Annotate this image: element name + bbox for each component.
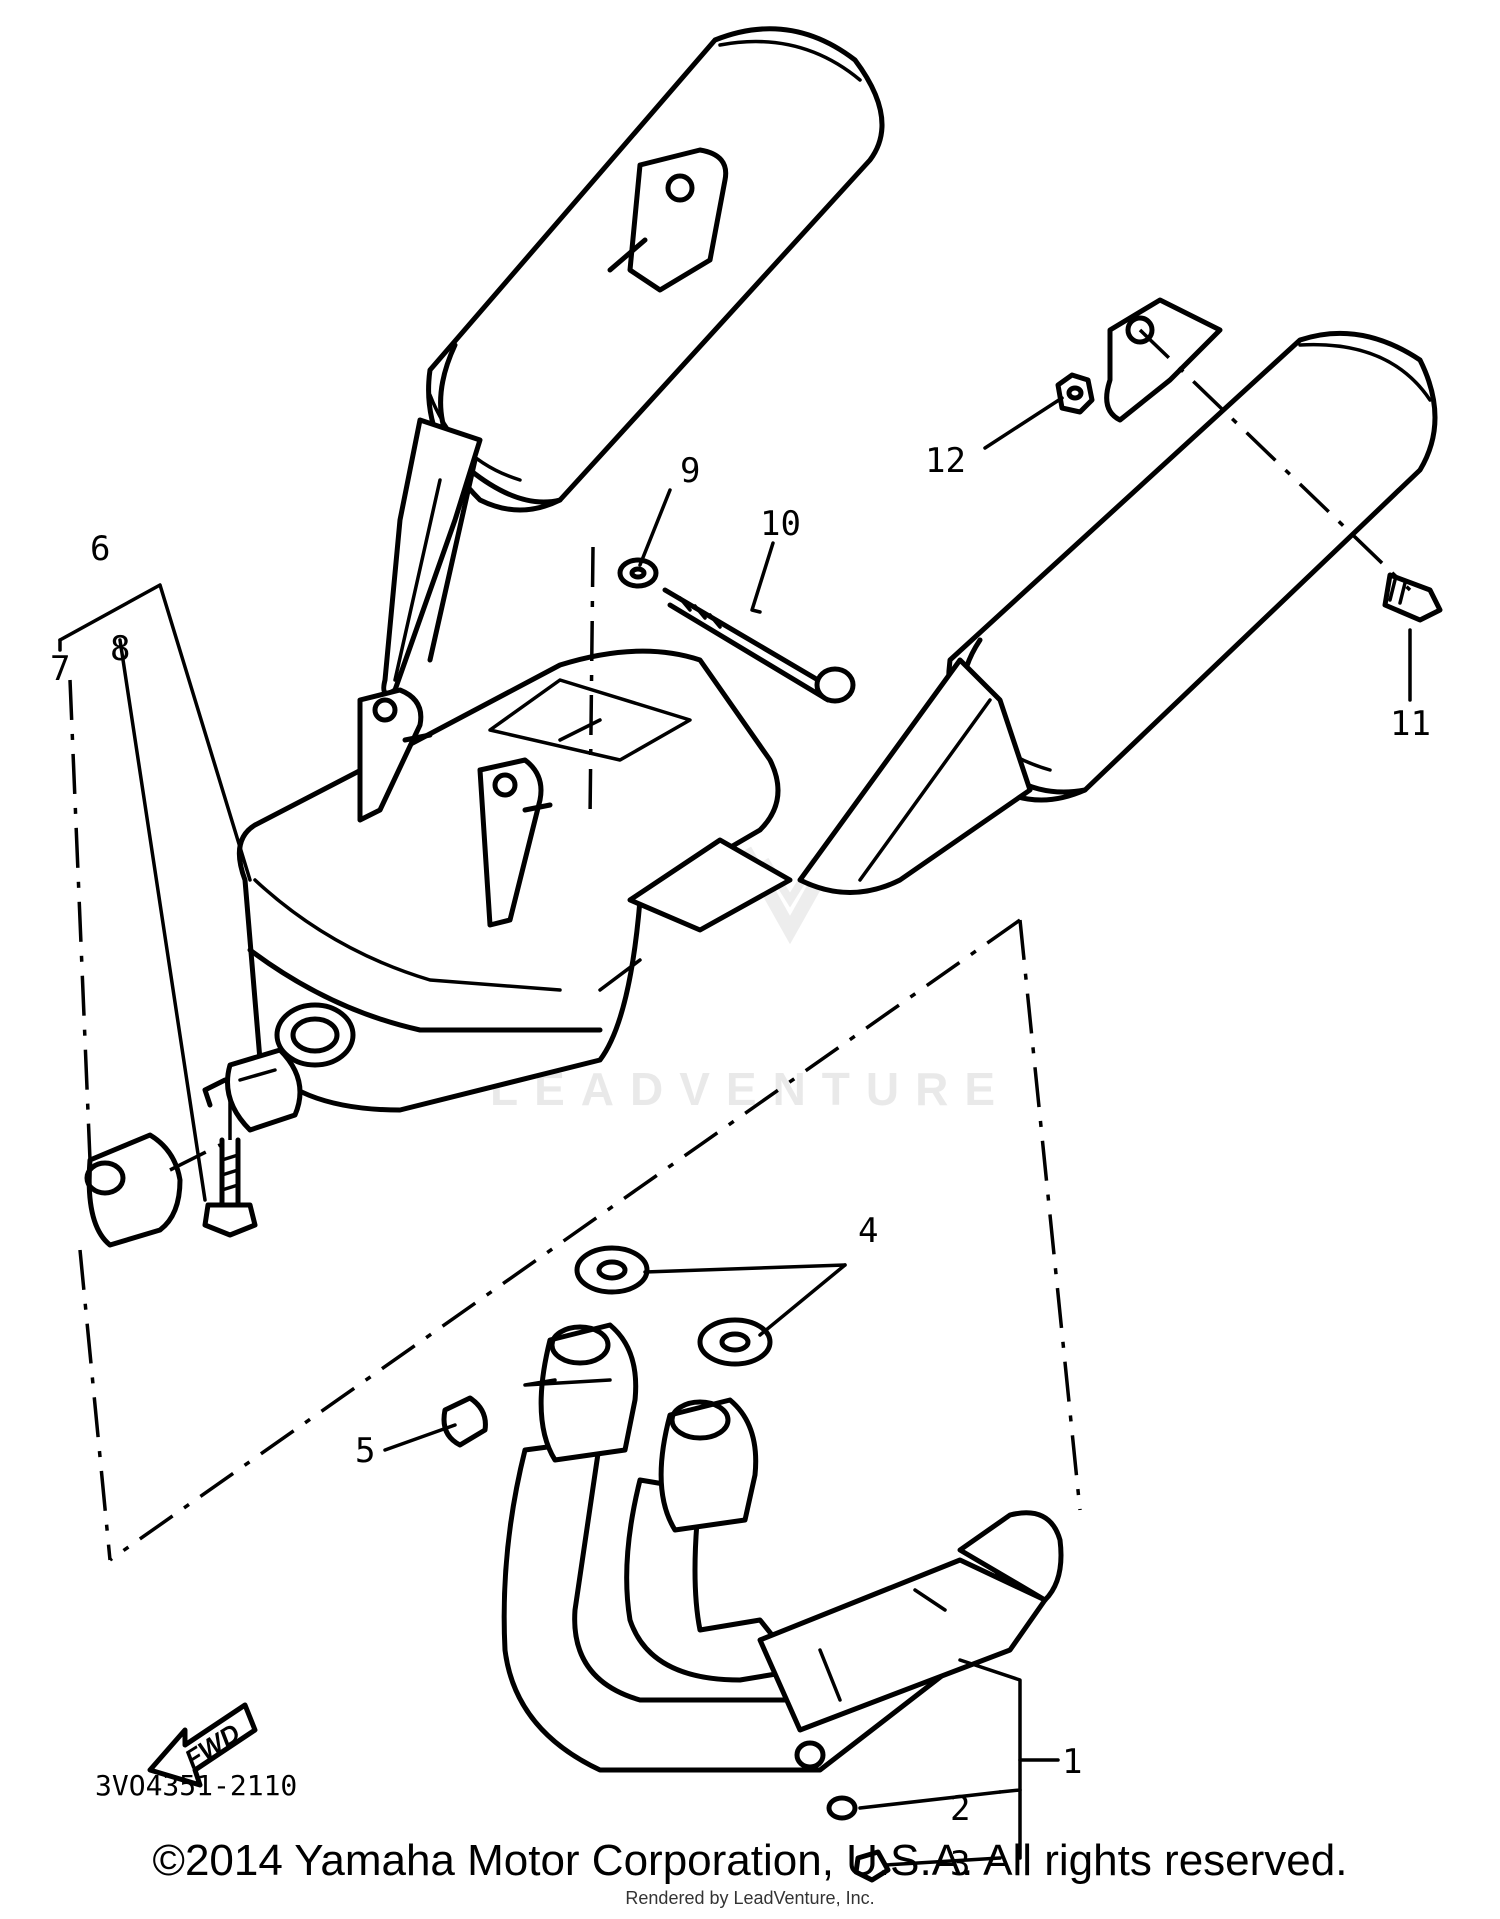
callout-6: 6	[90, 529, 110, 569]
bolt-11	[1382, 572, 1443, 623]
nut-12	[1055, 372, 1095, 415]
leader-lines	[58, 328, 1412, 1867]
callout-2: 2	[950, 1789, 970, 1829]
washer-2	[826, 1795, 858, 1821]
copyright-notice: ©2014 Yamaha Motor Corporation, U.S.A. A…	[152, 1836, 1348, 1885]
callout-7: 7	[50, 649, 70, 689]
callout-12: 12	[925, 441, 966, 481]
callout-10: 10	[760, 504, 801, 544]
callout-9: 9	[680, 451, 700, 491]
washer-9	[617, 557, 659, 589]
exhaust-chamber	[236, 648, 793, 1113]
grommet-7	[84, 1132, 183, 1248]
outlet-clamp	[202, 1047, 303, 1133]
lower-muffler	[797, 297, 1438, 895]
plug-5	[441, 1395, 488, 1448]
callout-11: 11	[1390, 704, 1431, 744]
rendered-by-credit: Rendered by LeadVenture, Inc.	[625, 1888, 875, 1908]
bolt-3	[853, 1849, 891, 1883]
bolt-10	[662, 587, 856, 704]
callout-3: 3	[950, 1844, 970, 1884]
callout-labels: 1 2 3 4 5 6 7 8 9 10 11 12	[50, 441, 1431, 1884]
bolt-on-pipe	[794, 1740, 826, 1770]
bolt-8	[202, 1137, 258, 1238]
callout-1: 1	[1062, 1742, 1082, 1782]
diagram-code: 3VO4351-2110	[95, 1769, 297, 1802]
callout-4: 4	[858, 1211, 878, 1251]
exhaust-pipe-1	[501, 1322, 1064, 1773]
callout-8: 8	[110, 629, 130, 669]
upper-muffler	[381, 26, 885, 696]
watermark-text: LEADVENTURE	[490, 1063, 1011, 1115]
gasket-4	[574, 1245, 773, 1367]
callout-5: 5	[355, 1431, 375, 1471]
